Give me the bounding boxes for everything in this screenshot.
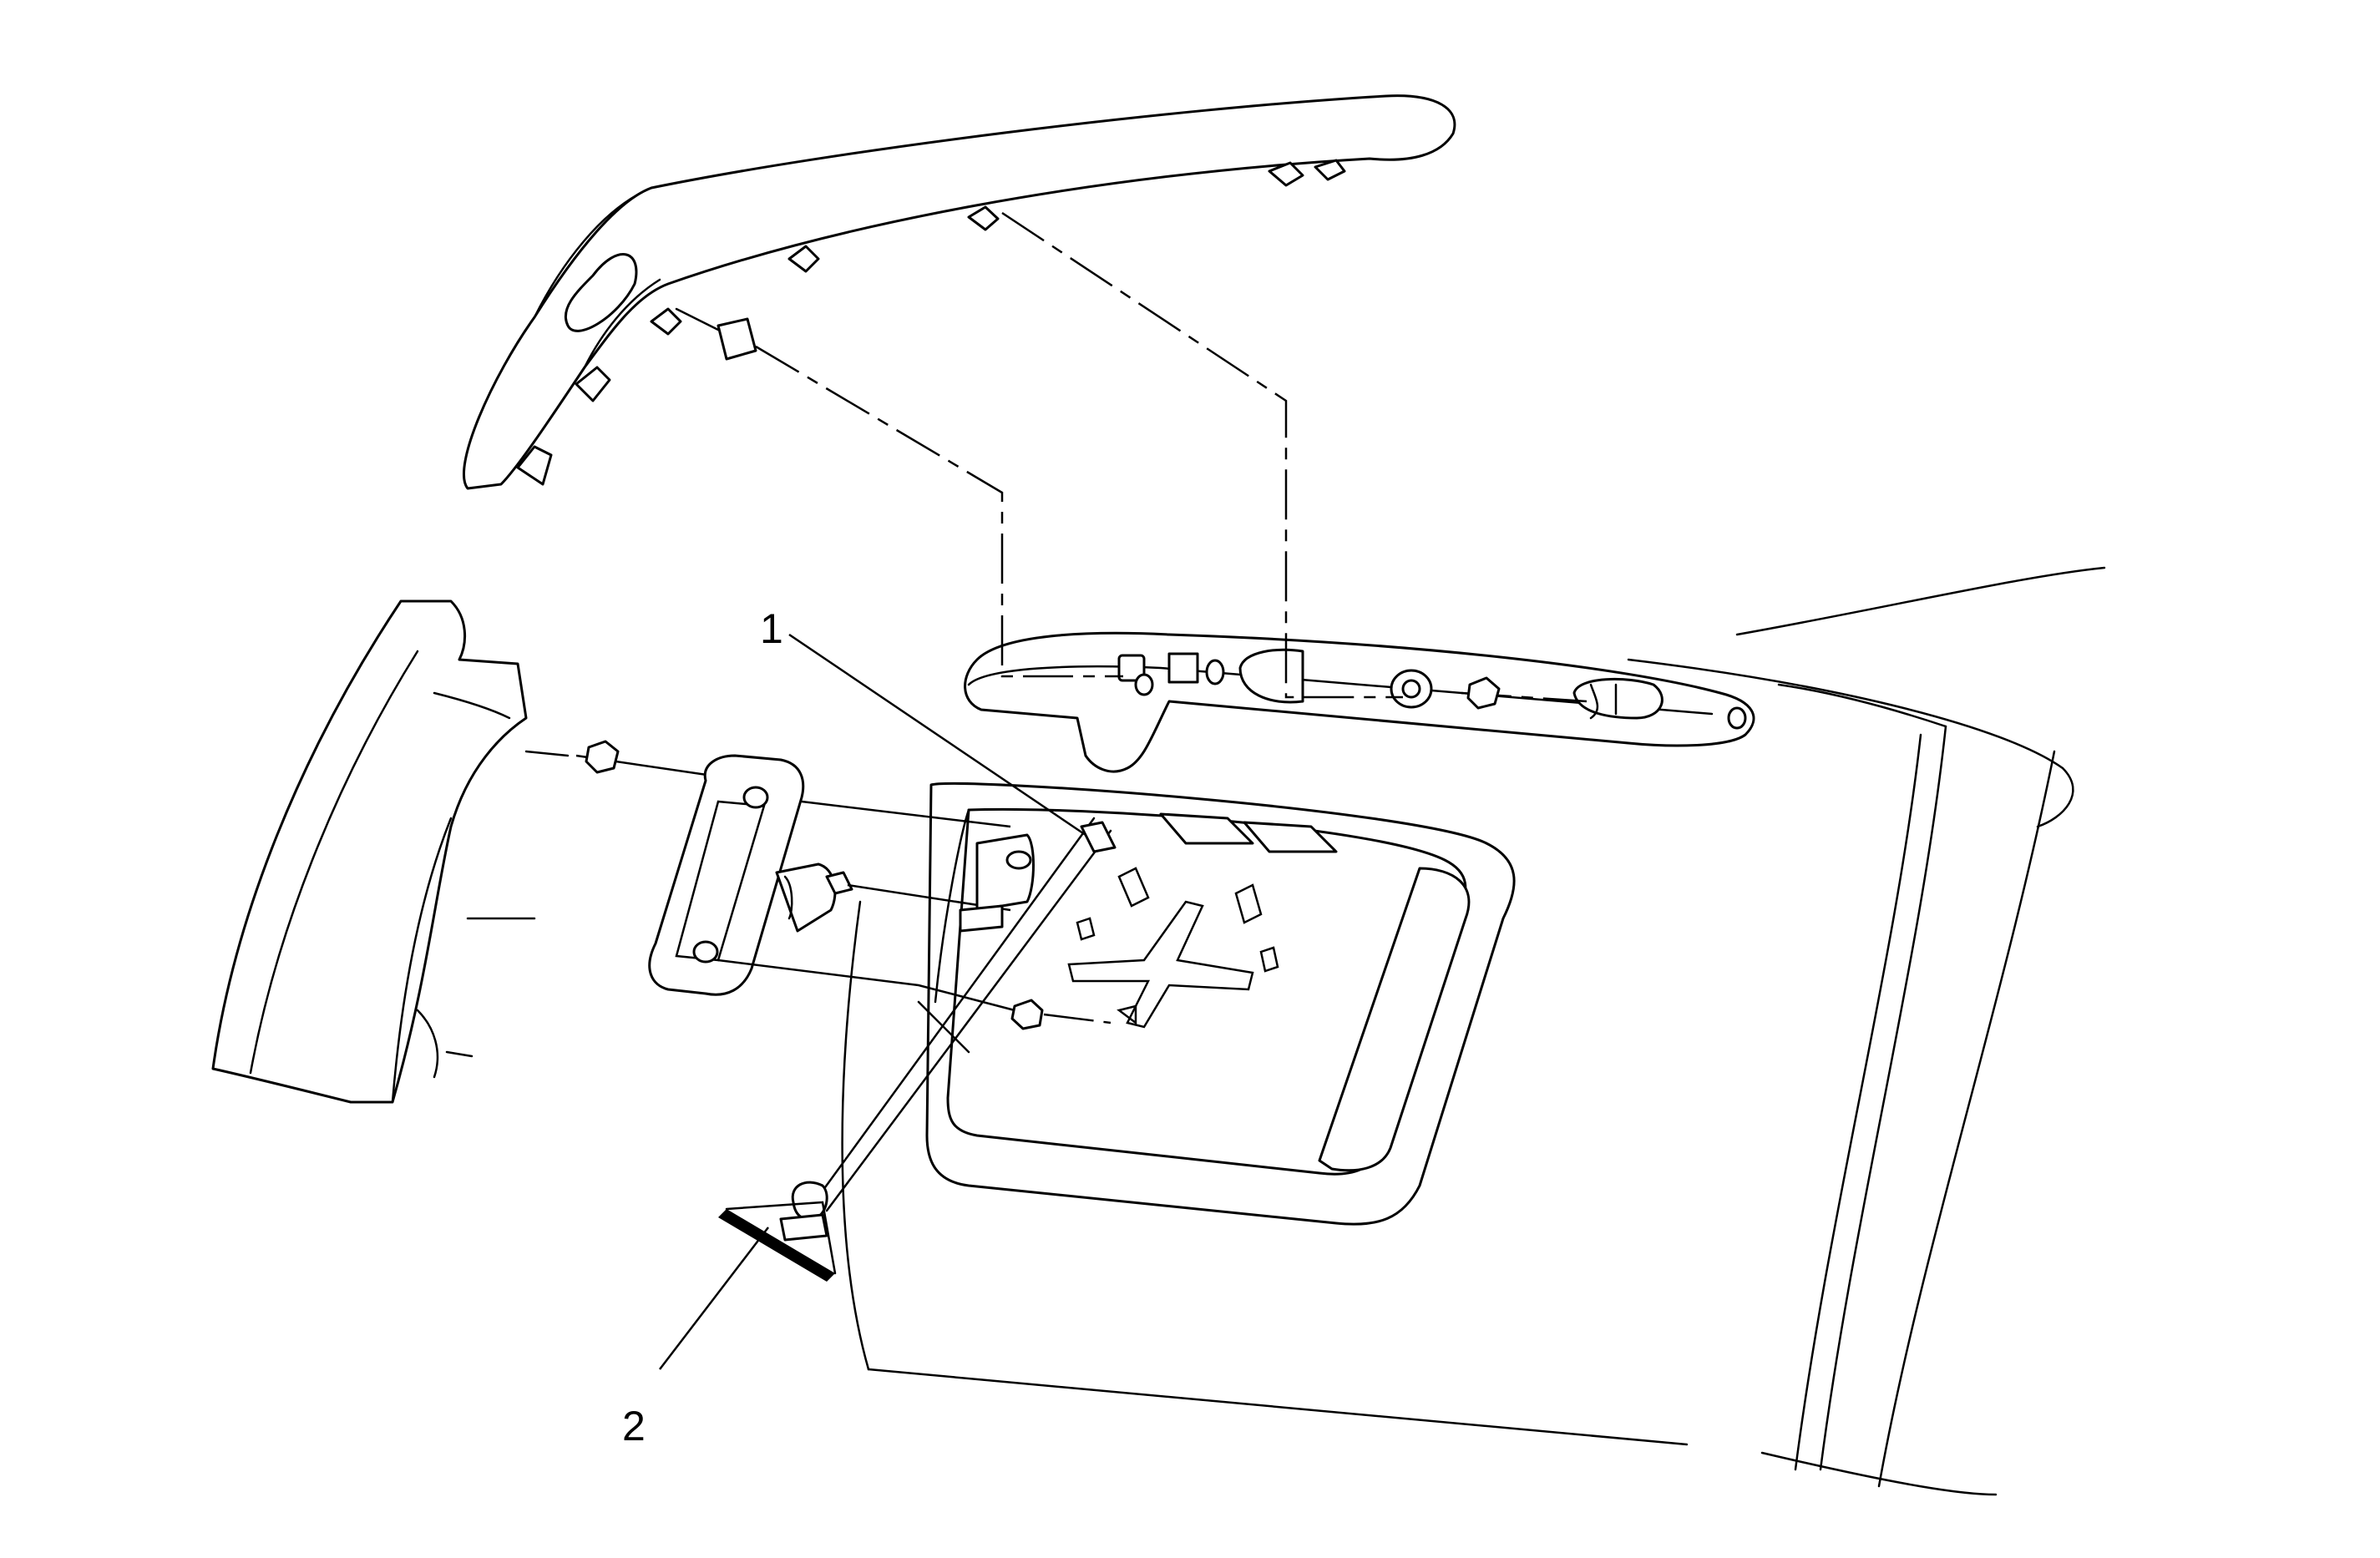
alignment-line-left [755, 345, 1123, 678]
liftgate-panel [841, 566, 2106, 1496]
rear-spoiler [463, 94, 1456, 490]
release-cable [718, 817, 1117, 1282]
callout-2: 2 [622, 1227, 769, 1449]
nut-lower [1010, 999, 1044, 1030]
retainer-hole [1005, 850, 1032, 870]
recess-edge [917, 1000, 970, 1054]
nut-upper [1466, 676, 1501, 710]
license-plate-recess [925, 782, 1516, 1226]
nut-lower-line [1043, 1013, 1112, 1024]
lamp-bracket [648, 754, 853, 996]
callout-1-label: 1 [760, 605, 783, 652]
retainer-clip [959, 904, 1004, 933]
callout-2-label: 2 [622, 1403, 646, 1449]
alignment-line-right [1001, 211, 1403, 699]
callout-1: 1 [760, 605, 1086, 837]
washer-upper [585, 740, 620, 774]
tail-lamp-assembly [211, 599, 570, 1104]
guide-line-1 [801, 800, 1011, 828]
upper-garnish-molding [964, 631, 1755, 773]
lamp-opening [975, 833, 1035, 912]
